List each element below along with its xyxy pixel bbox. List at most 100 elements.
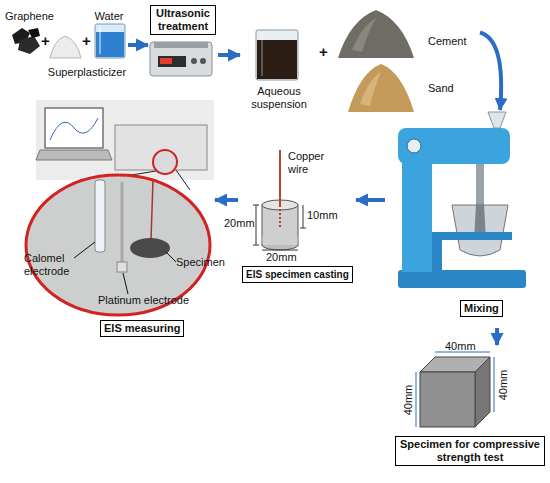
node-label: Sand <box>428 82 454 95</box>
copper-wire <box>279 150 281 205</box>
annotation-label: Specimen <box>176 256 225 269</box>
test-cube <box>416 352 494 427</box>
annotation-label: Platinum electrode <box>98 294 189 307</box>
plus-sign: + <box>41 33 50 49</box>
mixer-head <box>398 128 510 164</box>
arm-post <box>432 240 442 272</box>
powder-pile <box>50 36 81 58</box>
dimension-line <box>416 372 417 427</box>
sand-highlight <box>360 72 381 106</box>
flow-arrow <box>480 33 501 111</box>
display <box>160 58 172 64</box>
cube-side <box>475 357 490 427</box>
zoom-line <box>176 170 190 190</box>
mixer-column <box>402 150 432 272</box>
annotation-label: 20mm <box>224 217 255 230</box>
ultrasonic-bath <box>150 42 212 76</box>
knob <box>200 58 206 64</box>
annotation-label: 40mm <box>497 370 510 401</box>
zoom-circle <box>26 175 210 315</box>
flake <box>28 28 40 38</box>
dimension-tick <box>253 245 259 246</box>
sand-pile <box>348 64 414 112</box>
beaker-glass <box>256 30 298 80</box>
mixer-dial <box>407 139 421 153</box>
node-label: Superplasticizer <box>45 66 129 79</box>
beaker-glass <box>95 24 125 58</box>
screen-plot <box>50 118 98 140</box>
mixer-base <box>398 270 526 288</box>
photo-background <box>36 100 214 180</box>
platinum-wire <box>121 182 124 264</box>
cube-front <box>420 372 475 427</box>
dimension-line <box>256 205 257 245</box>
bath-opening <box>154 42 208 48</box>
annotation-label: Calomel electrode <box>24 252 82 278</box>
stage-node: Cement <box>338 5 480 60</box>
heading-box: EIS measuring <box>100 320 184 337</box>
mixer-shaft <box>476 164 484 204</box>
annotation-label: Copper wire <box>288 150 330 176</box>
platinum-plate <box>117 262 127 272</box>
suspension-beaker <box>256 30 298 80</box>
flow-arrow <box>215 198 238 202</box>
water-beaker <box>95 24 125 58</box>
bath-body <box>150 42 212 76</box>
flow-arrow <box>128 43 148 47</box>
stage-node: Ultrasonic treatment <box>148 5 218 78</box>
mixer-bowl <box>452 205 508 256</box>
annotation-label: 20mm <box>266 251 297 264</box>
annotation-label: 40mm <box>402 385 415 416</box>
flow-arrow <box>218 53 240 57</box>
glass-shine <box>261 33 263 76</box>
dimension-line <box>262 250 298 251</box>
stage-node: Water <box>90 8 128 60</box>
plus-sign: + <box>82 33 91 49</box>
mixer-hopper <box>488 112 506 128</box>
annotation-label: 10mm <box>307 209 338 222</box>
laptop-screen <box>45 108 103 148</box>
stage-node: Mixing <box>385 110 535 328</box>
stage-node: Aqueous suspension <box>240 25 318 113</box>
specimen-disk <box>130 238 170 258</box>
flow-arrow <box>495 328 499 345</box>
leader-line <box>123 273 128 294</box>
graphene-flakes <box>12 28 40 54</box>
eis-setup-photo <box>26 100 214 315</box>
stage-node: Sand <box>348 62 468 114</box>
node-label: Cement <box>428 35 467 48</box>
cell-marker <box>153 150 177 174</box>
dimension-tick <box>300 228 306 229</box>
node-label: Water <box>90 10 128 23</box>
calomel-electrode <box>95 180 105 252</box>
flake <box>18 36 40 54</box>
heading-box: EIS specimen casting <box>242 266 353 283</box>
stage-node: Specimen for compressive strength test <box>392 345 548 475</box>
heading-box: Specimen for compressive strength test <box>395 436 545 466</box>
dimension-line <box>303 205 304 228</box>
dark-liquid <box>257 40 297 79</box>
cement-highlight <box>352 18 376 52</box>
knob <box>191 58 197 64</box>
leader-line <box>166 252 176 262</box>
specimen-wire <box>151 180 153 240</box>
cement-pile <box>338 10 414 58</box>
leader-line <box>74 242 95 258</box>
cylinder-fill <box>263 236 298 245</box>
node-label: Aqueous suspension <box>240 85 318 111</box>
dimension-tick <box>253 205 259 206</box>
laptop-base <box>36 150 112 160</box>
control-panel <box>158 56 186 67</box>
plus-sign: + <box>319 44 328 60</box>
flow-arrow <box>356 198 385 202</box>
embedded-wire <box>279 205 281 228</box>
node-label: Graphene <box>5 10 50 23</box>
heading-box: Ultrasonic treatment <box>150 5 216 35</box>
cylinder-body <box>262 205 298 245</box>
mortar-mixer <box>398 112 526 288</box>
heading-box: Mixing <box>460 300 503 317</box>
glass-shine <box>99 26 101 54</box>
annotation-label: 40mm <box>445 340 476 353</box>
